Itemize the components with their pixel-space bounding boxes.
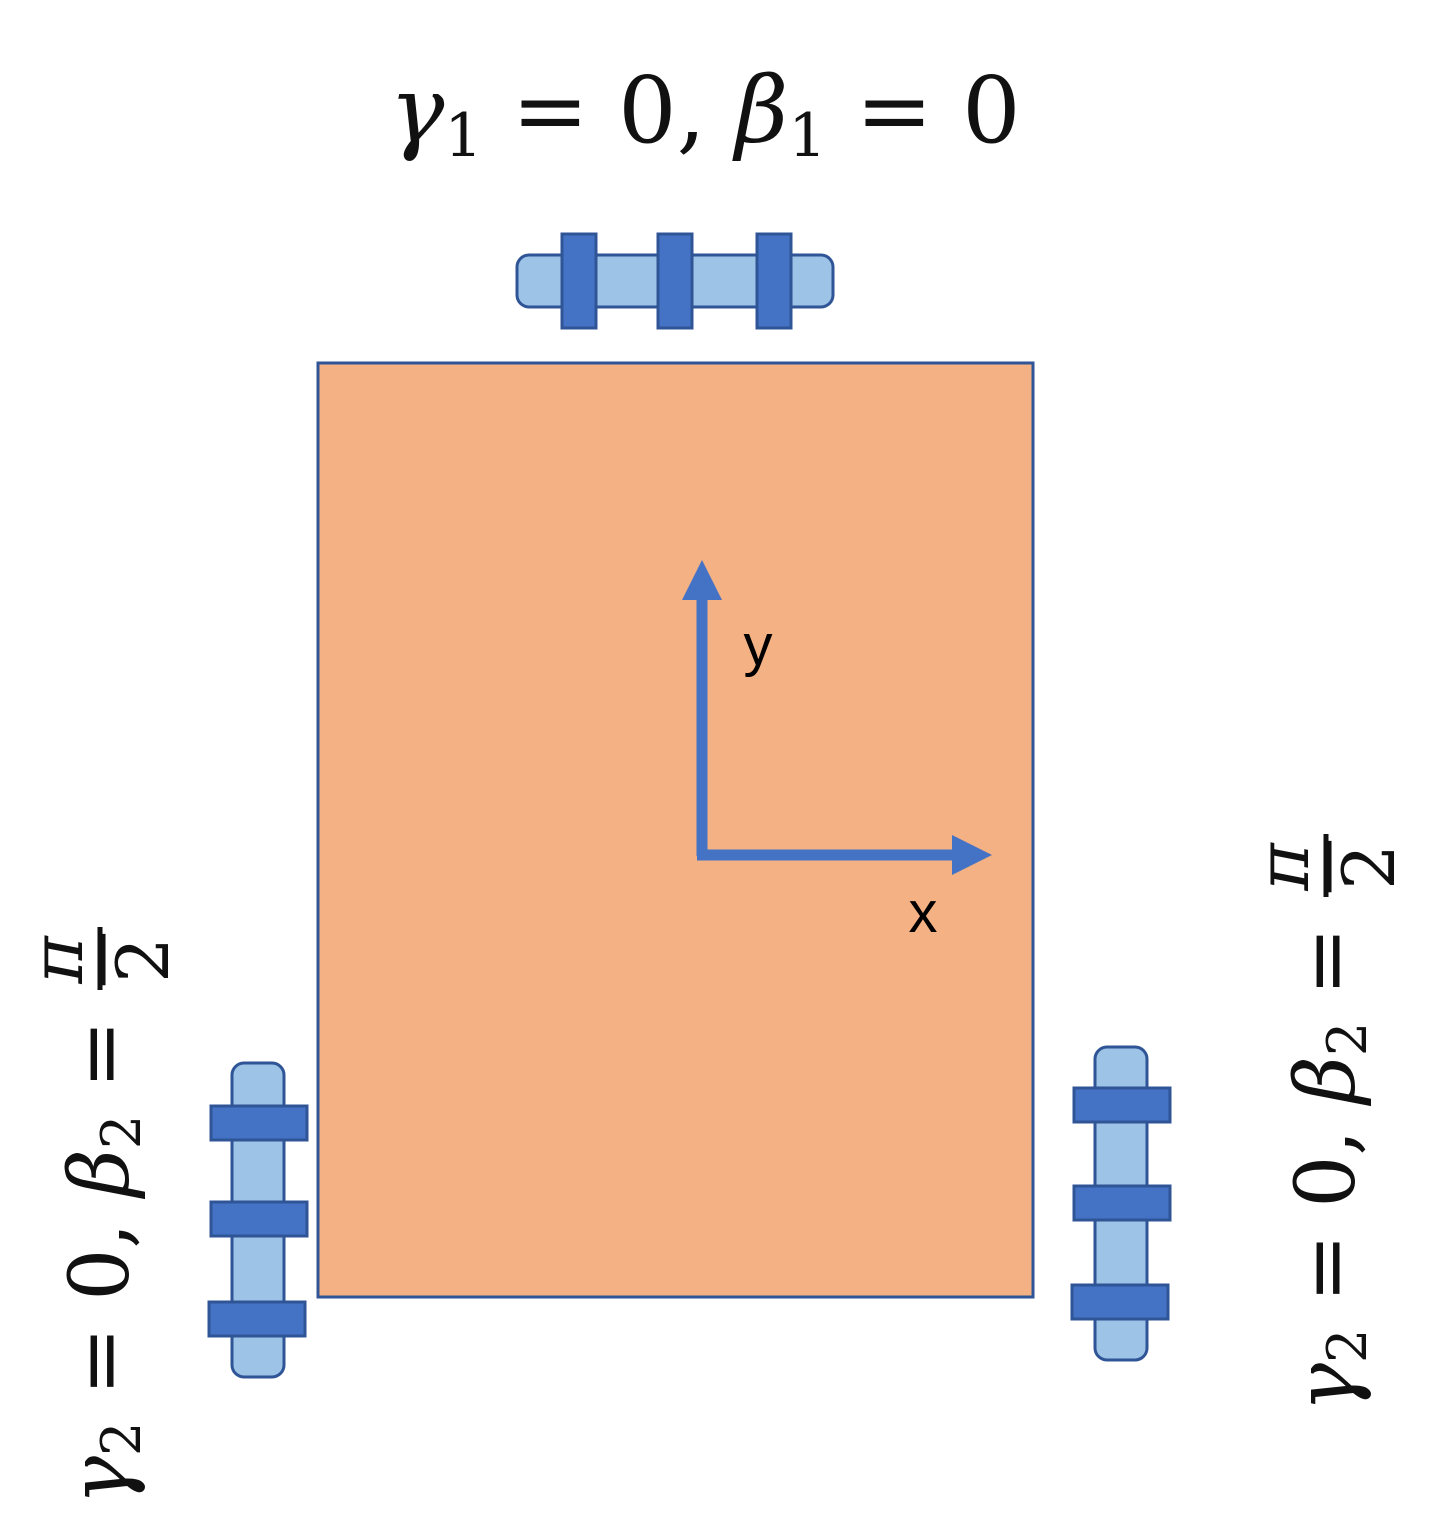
x-axis-arrowhead bbox=[952, 835, 992, 875]
top-beta: β bbox=[732, 57, 788, 164]
left-wheel-roller bbox=[207, 1300, 307, 1338]
left-wheel-label: γ2 = 0, β2 = − π 2 bbox=[15, 925, 185, 1505]
right-frac-num: π bbox=[1241, 842, 1325, 892]
x-axis-label: x bbox=[909, 880, 938, 945]
right-wheel-roller bbox=[1072, 1184, 1172, 1222]
top-wheel-roller bbox=[755, 232, 793, 330]
y-axis-arrowhead bbox=[682, 560, 722, 600]
left-wheel-roller bbox=[209, 1104, 309, 1142]
robot-body bbox=[316, 361, 1035, 1299]
right-gamma: γ bbox=[1279, 1362, 1374, 1412]
top-eq2: = 0 bbox=[827, 57, 1021, 164]
right-eq1: = 0, bbox=[1279, 1103, 1374, 1328]
top-wheel-label: γ1 = 0, β1 = 0 bbox=[389, 57, 1020, 171]
right-gamma-sub: 2 bbox=[1316, 1329, 1379, 1363]
right-frac-den: 2 bbox=[1327, 844, 1411, 890]
right-wheel-roller bbox=[1072, 1086, 1172, 1124]
left-eq1: = 0, bbox=[53, 1196, 148, 1421]
top-wheel-roller bbox=[560, 232, 598, 330]
left-wheel-roller bbox=[209, 1200, 309, 1238]
top-wheel bbox=[515, 232, 835, 330]
svg-text:γ2 = 0, β2 = −: γ2 = 0, β2 = − bbox=[1279, 832, 1379, 1412]
right-wheel-label: γ2 = 0, β2 = − π 2 bbox=[1241, 832, 1411, 1412]
right-beta: β bbox=[1279, 1056, 1374, 1106]
left-beta: β bbox=[53, 1149, 148, 1199]
coordinate-frame: y x bbox=[682, 560, 992, 945]
top-gamma: γ bbox=[389, 57, 445, 164]
left-gamma: γ bbox=[53, 1455, 148, 1505]
left-beta-sub: 2 bbox=[90, 1115, 153, 1149]
left-frac-num: π bbox=[15, 935, 99, 985]
top-wheel-roller bbox=[656, 232, 694, 330]
top-gamma-sub: 1 bbox=[444, 101, 482, 171]
right-beta-sub: 2 bbox=[1316, 1022, 1379, 1056]
svg-text:γ2 = 0, β2 = −: γ2 = 0, β2 = − bbox=[53, 925, 153, 1505]
left-frac-den: 2 bbox=[101, 937, 185, 983]
right-wheel bbox=[1070, 1045, 1172, 1362]
right-wheel-roller bbox=[1070, 1283, 1170, 1321]
top-beta-sub: 1 bbox=[788, 101, 826, 171]
top-eq1: = 0, bbox=[483, 57, 736, 164]
left-gamma-sub: 2 bbox=[90, 1422, 153, 1456]
y-axis-label: y bbox=[744, 613, 773, 678]
left-wheel bbox=[207, 1061, 309, 1379]
